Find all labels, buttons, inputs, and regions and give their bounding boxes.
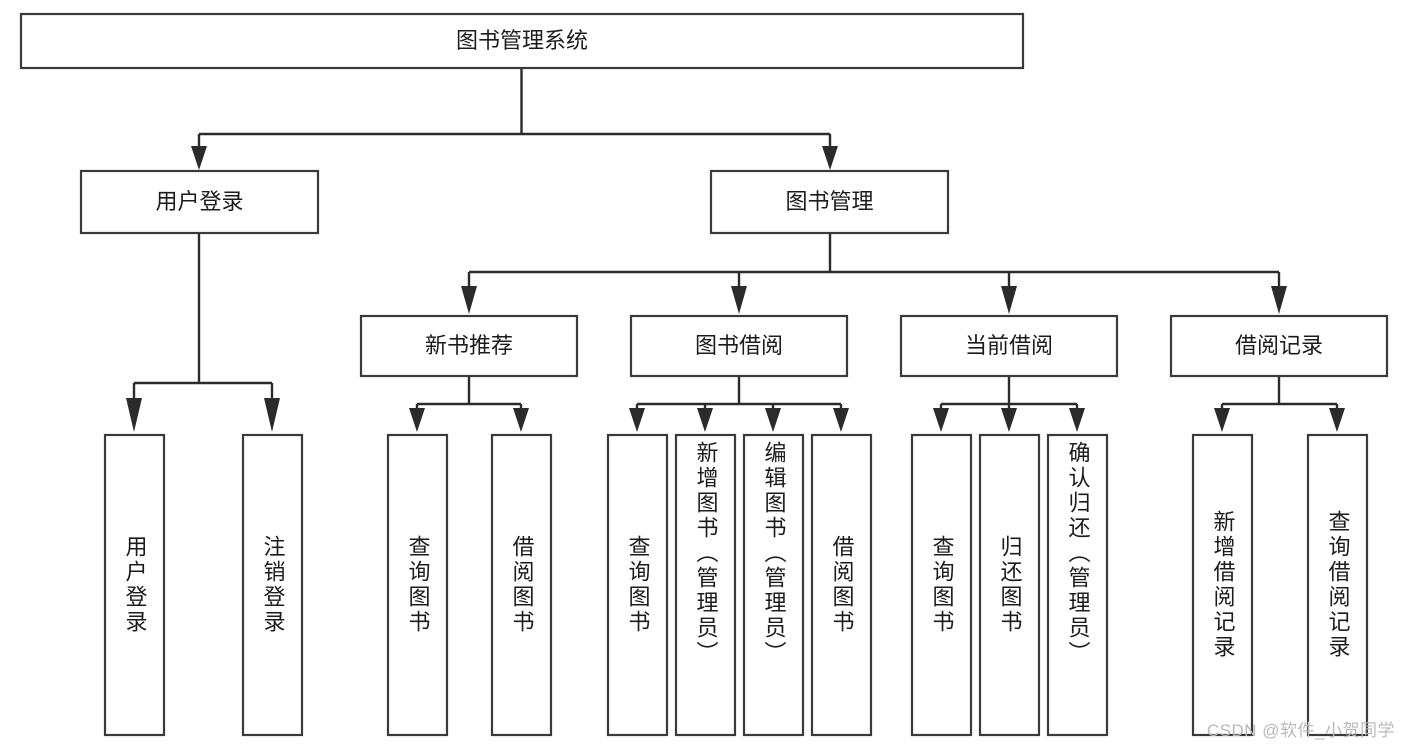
leaf-cb-confirm-return-box[interactable] bbox=[1046, 433, 1109, 737]
arrowhead-bb-add bbox=[697, 408, 713, 432]
leaf-user-login-label: 用户登录 bbox=[122, 535, 148, 635]
node-new-book-recommend-label: 新书推荐 bbox=[425, 333, 513, 358]
leaf-bb-edit-book[interactable]: 编辑图书（管理员） bbox=[742, 433, 805, 737]
arrowhead-cb-confirm bbox=[1069, 408, 1085, 432]
leaf-newbook-borrow-book-label: 借阅图书 bbox=[509, 535, 535, 635]
node-borrow-record-box[interactable] bbox=[1169, 314, 1389, 378]
leaf-newbook-query-book-label: 查询图书 bbox=[405, 535, 431, 635]
leaf-newbook-borrow-book-label-wrap: 借阅图书 bbox=[509, 535, 535, 635]
leaf-rec-query-record-label: 查询借阅记录 bbox=[1325, 510, 1351, 660]
leaf-bb-add-book-label: 新增图书（管理员） bbox=[693, 441, 719, 666]
node-book-borrow-label: 图书借阅 bbox=[695, 333, 783, 358]
leaf-bb-add-book-box[interactable] bbox=[674, 433, 737, 737]
arrowhead-rec-add bbox=[1214, 408, 1230, 432]
node-root-label: 图书管理系统 bbox=[456, 28, 588, 53]
leaf-bb-borrow-book[interactable]: 借阅图书 bbox=[810, 433, 873, 737]
leaf-cb-query-book-label-wrap: 查询图书 bbox=[929, 535, 955, 635]
leaf-cb-query-book-box[interactable] bbox=[910, 433, 973, 737]
leaf-cb-confirm-return-label: 确认归还（管理员） bbox=[1065, 441, 1091, 666]
leaf-cb-confirm-return[interactable]: 确认归还（管理员） bbox=[1046, 433, 1109, 737]
leaf-rec-add-record-label-wrap: 新增借阅记录 bbox=[1210, 510, 1236, 660]
leaf-rec-query-record-label-wrap: 查询借阅记录 bbox=[1325, 510, 1351, 660]
node-book-management[interactable]: 图书管理 bbox=[709, 169, 950, 235]
leaf-cb-return-book-label: 归还图书 bbox=[997, 535, 1023, 635]
leaf-logout-box[interactable] bbox=[241, 433, 304, 737]
leaf-user-login-label-wrap: 用户登录 bbox=[122, 535, 148, 635]
csdn-watermark: CSDN @软件_小贺同学 bbox=[1206, 721, 1395, 740]
leaf-bb-edit-book-label: 编辑图书（管理员） bbox=[761, 441, 787, 666]
leaf-bb-query-book-label-wrap: 查询图书 bbox=[625, 535, 651, 635]
leaf-bb-query-book-label: 查询图书 bbox=[625, 535, 651, 635]
leaf-rec-add-record-box[interactable] bbox=[1191, 433, 1254, 737]
arrowhead-rec-query bbox=[1329, 408, 1345, 432]
leaf-cb-confirm-return-label-wrap: 确认归还（管理员） bbox=[1065, 441, 1091, 666]
node-book-management-label: 图书管理 bbox=[785, 189, 873, 214]
node-book-borrow[interactable]: 图书借阅 bbox=[629, 314, 849, 378]
node-book-borrow-box[interactable] bbox=[629, 314, 849, 378]
leaf-rec-query-record[interactable]: 查询借阅记录 bbox=[1306, 433, 1369, 737]
node-root-box[interactable] bbox=[19, 12, 1025, 70]
arrowhead-cb-return bbox=[1001, 408, 1017, 432]
node-user-login[interactable]: 用户登录 bbox=[79, 169, 320, 235]
leaf-bb-add-book-label-wrap: 新增图书（管理员） bbox=[693, 441, 719, 666]
node-user-login-box[interactable] bbox=[79, 169, 320, 235]
leaf-newbook-borrow-book[interactable]: 借阅图书 bbox=[490, 433, 553, 737]
node-current-borrow-box[interactable] bbox=[899, 314, 1119, 378]
leaf-newbook-query-book[interactable]: 查询图书 bbox=[386, 433, 449, 737]
arrowhead-newbook-borrow bbox=[513, 408, 529, 432]
node-new-book-recommend[interactable]: 新书推荐 bbox=[359, 314, 579, 378]
leaf-cb-return-book-label-wrap: 归还图书 bbox=[997, 535, 1023, 635]
arrowhead-user-login bbox=[191, 146, 207, 170]
arrowhead-cb-query bbox=[933, 408, 949, 432]
arrowhead-bb-edit bbox=[765, 408, 781, 432]
leaf-bb-add-book[interactable]: 新增图书（管理员） bbox=[674, 433, 737, 737]
leaf-rec-add-record[interactable]: 新增借阅记录 bbox=[1191, 433, 1254, 737]
node-new-book-recommend-box[interactable] bbox=[359, 314, 579, 378]
leaf-bb-query-book-box[interactable] bbox=[606, 433, 669, 737]
leaf-bb-edit-book-box[interactable] bbox=[742, 433, 805, 737]
arrowhead-current-borrow bbox=[1001, 286, 1017, 314]
leaf-bb-borrow-book-label: 借阅图书 bbox=[829, 535, 855, 635]
leaf-user-login-box[interactable] bbox=[103, 433, 166, 737]
leaf-cb-return-book-box[interactable] bbox=[978, 433, 1041, 737]
arrowhead-book-mgmt bbox=[822, 146, 838, 170]
leaf-newbook-borrow-book-box[interactable] bbox=[490, 433, 553, 737]
leaf-rec-add-record-label: 新增借阅记录 bbox=[1210, 510, 1236, 660]
node-borrow-record-label: 借阅记录 bbox=[1235, 333, 1323, 358]
node-current-borrow-label: 当前借阅 bbox=[965, 333, 1053, 358]
leaf-logout-label-wrap: 注销登录 bbox=[260, 535, 286, 635]
arrowhead-new-book bbox=[461, 286, 477, 314]
arrowhead-leaf-logout bbox=[264, 398, 280, 432]
node-borrow-record[interactable]: 借阅记录 bbox=[1169, 314, 1389, 378]
leaf-cb-query-book[interactable]: 查询图书 bbox=[910, 433, 973, 737]
leaf-bb-borrow-book-box[interactable] bbox=[810, 433, 873, 737]
leaf-bb-borrow-book-label-wrap: 借阅图书 bbox=[829, 535, 855, 635]
arrowhead-borrow-record bbox=[1271, 286, 1287, 314]
arrowhead-newbook-query bbox=[409, 408, 425, 432]
leaf-logout[interactable]: 注销登录 bbox=[241, 433, 304, 737]
leaf-newbook-query-book-label-wrap: 查询图书 bbox=[405, 535, 431, 635]
arrowhead-leaf-user-login bbox=[126, 398, 142, 432]
leaf-rec-query-record-box[interactable] bbox=[1306, 433, 1369, 737]
leaf-newbook-query-book-box[interactable] bbox=[386, 433, 449, 737]
node-user-login-label: 用户登录 bbox=[155, 189, 243, 214]
connector-layer bbox=[126, 68, 1345, 432]
arrowhead-bb-borrow bbox=[833, 408, 849, 432]
node-root-book-management-system[interactable]: 图书管理系统 bbox=[19, 12, 1025, 70]
leaf-cb-query-book-label: 查询图书 bbox=[929, 535, 955, 635]
leaf-bb-edit-book-label-wrap: 编辑图书（管理员） bbox=[761, 441, 787, 666]
arrowhead-bb-query bbox=[629, 408, 645, 432]
leaf-user-login[interactable]: 用户登录 bbox=[103, 433, 166, 737]
node-book-management-box[interactable] bbox=[709, 169, 950, 235]
leaf-bb-query-book[interactable]: 查询图书 bbox=[606, 433, 669, 737]
node-current-borrow[interactable]: 当前借阅 bbox=[899, 314, 1119, 378]
leaf-logout-label: 注销登录 bbox=[260, 535, 286, 635]
leaf-cb-return-book[interactable]: 归还图书 bbox=[978, 433, 1041, 737]
arrowhead-book-borrow bbox=[731, 286, 747, 314]
